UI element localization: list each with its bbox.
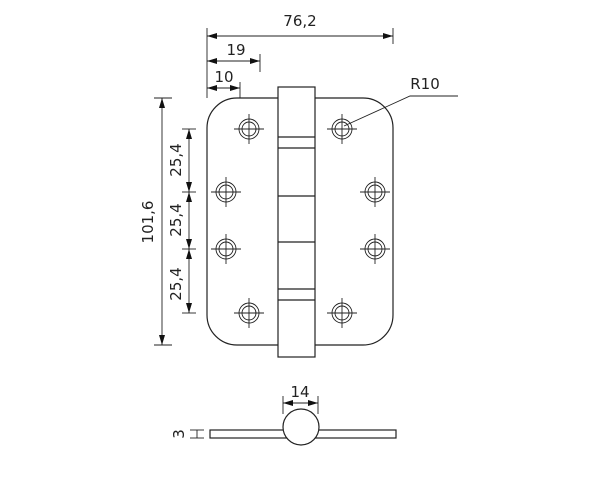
screw-hole — [234, 298, 264, 328]
dimension-label-knuckle-offset: 19 — [226, 41, 245, 59]
screw-hole — [327, 298, 357, 328]
dimension-label-hole-offset: 10 — [214, 68, 233, 86]
screw-hole — [211, 177, 241, 207]
dimension-label-hole-spacing-2: 25,4 — [167, 203, 185, 236]
screw-hole — [211, 234, 241, 264]
dimension-label-hole-spacing-1: 25,4 — [167, 143, 185, 176]
screw-hole — [327, 114, 357, 144]
dimension-hole-spacing: 25,4 25,4 25,4 — [167, 128, 196, 314]
dimension-knuckle-diameter: 14 — [282, 383, 319, 414]
hinge-knuckle — [277, 86, 316, 358]
screw-holes — [211, 114, 390, 328]
dimension-leaf-thickness: 3 — [170, 429, 204, 439]
screw-hole — [360, 234, 390, 264]
dimension-label-overall-width: 76,2 — [283, 12, 316, 30]
dimension-label-corner-radius: R10 — [410, 75, 440, 93]
knuckle-section — [282, 408, 320, 446]
hinge-end-view: 14 3 — [170, 383, 397, 446]
leaf-section-left — [209, 429, 291, 439]
dimension-corner-radius: R10 — [343, 75, 458, 127]
dimension-label-overall-height: 101,6 — [139, 201, 157, 244]
hinge-front-view — [206, 86, 394, 358]
dimension-label-hole-spacing-3: 25,4 — [167, 267, 185, 300]
screw-hole — [234, 114, 264, 144]
dimension-hole-offset: 10 — [207, 68, 241, 98]
dimension-label-leaf-thickness: 3 — [170, 429, 188, 439]
dimension-overall-height: 101,6 — [139, 97, 172, 346]
leaf-section-right — [311, 429, 397, 439]
screw-hole — [360, 177, 390, 207]
dimension-knuckle-offset: 19 — [207, 41, 261, 72]
knuckle-segments — [278, 136, 315, 301]
dimension-label-knuckle-diameter: 14 — [290, 383, 309, 401]
